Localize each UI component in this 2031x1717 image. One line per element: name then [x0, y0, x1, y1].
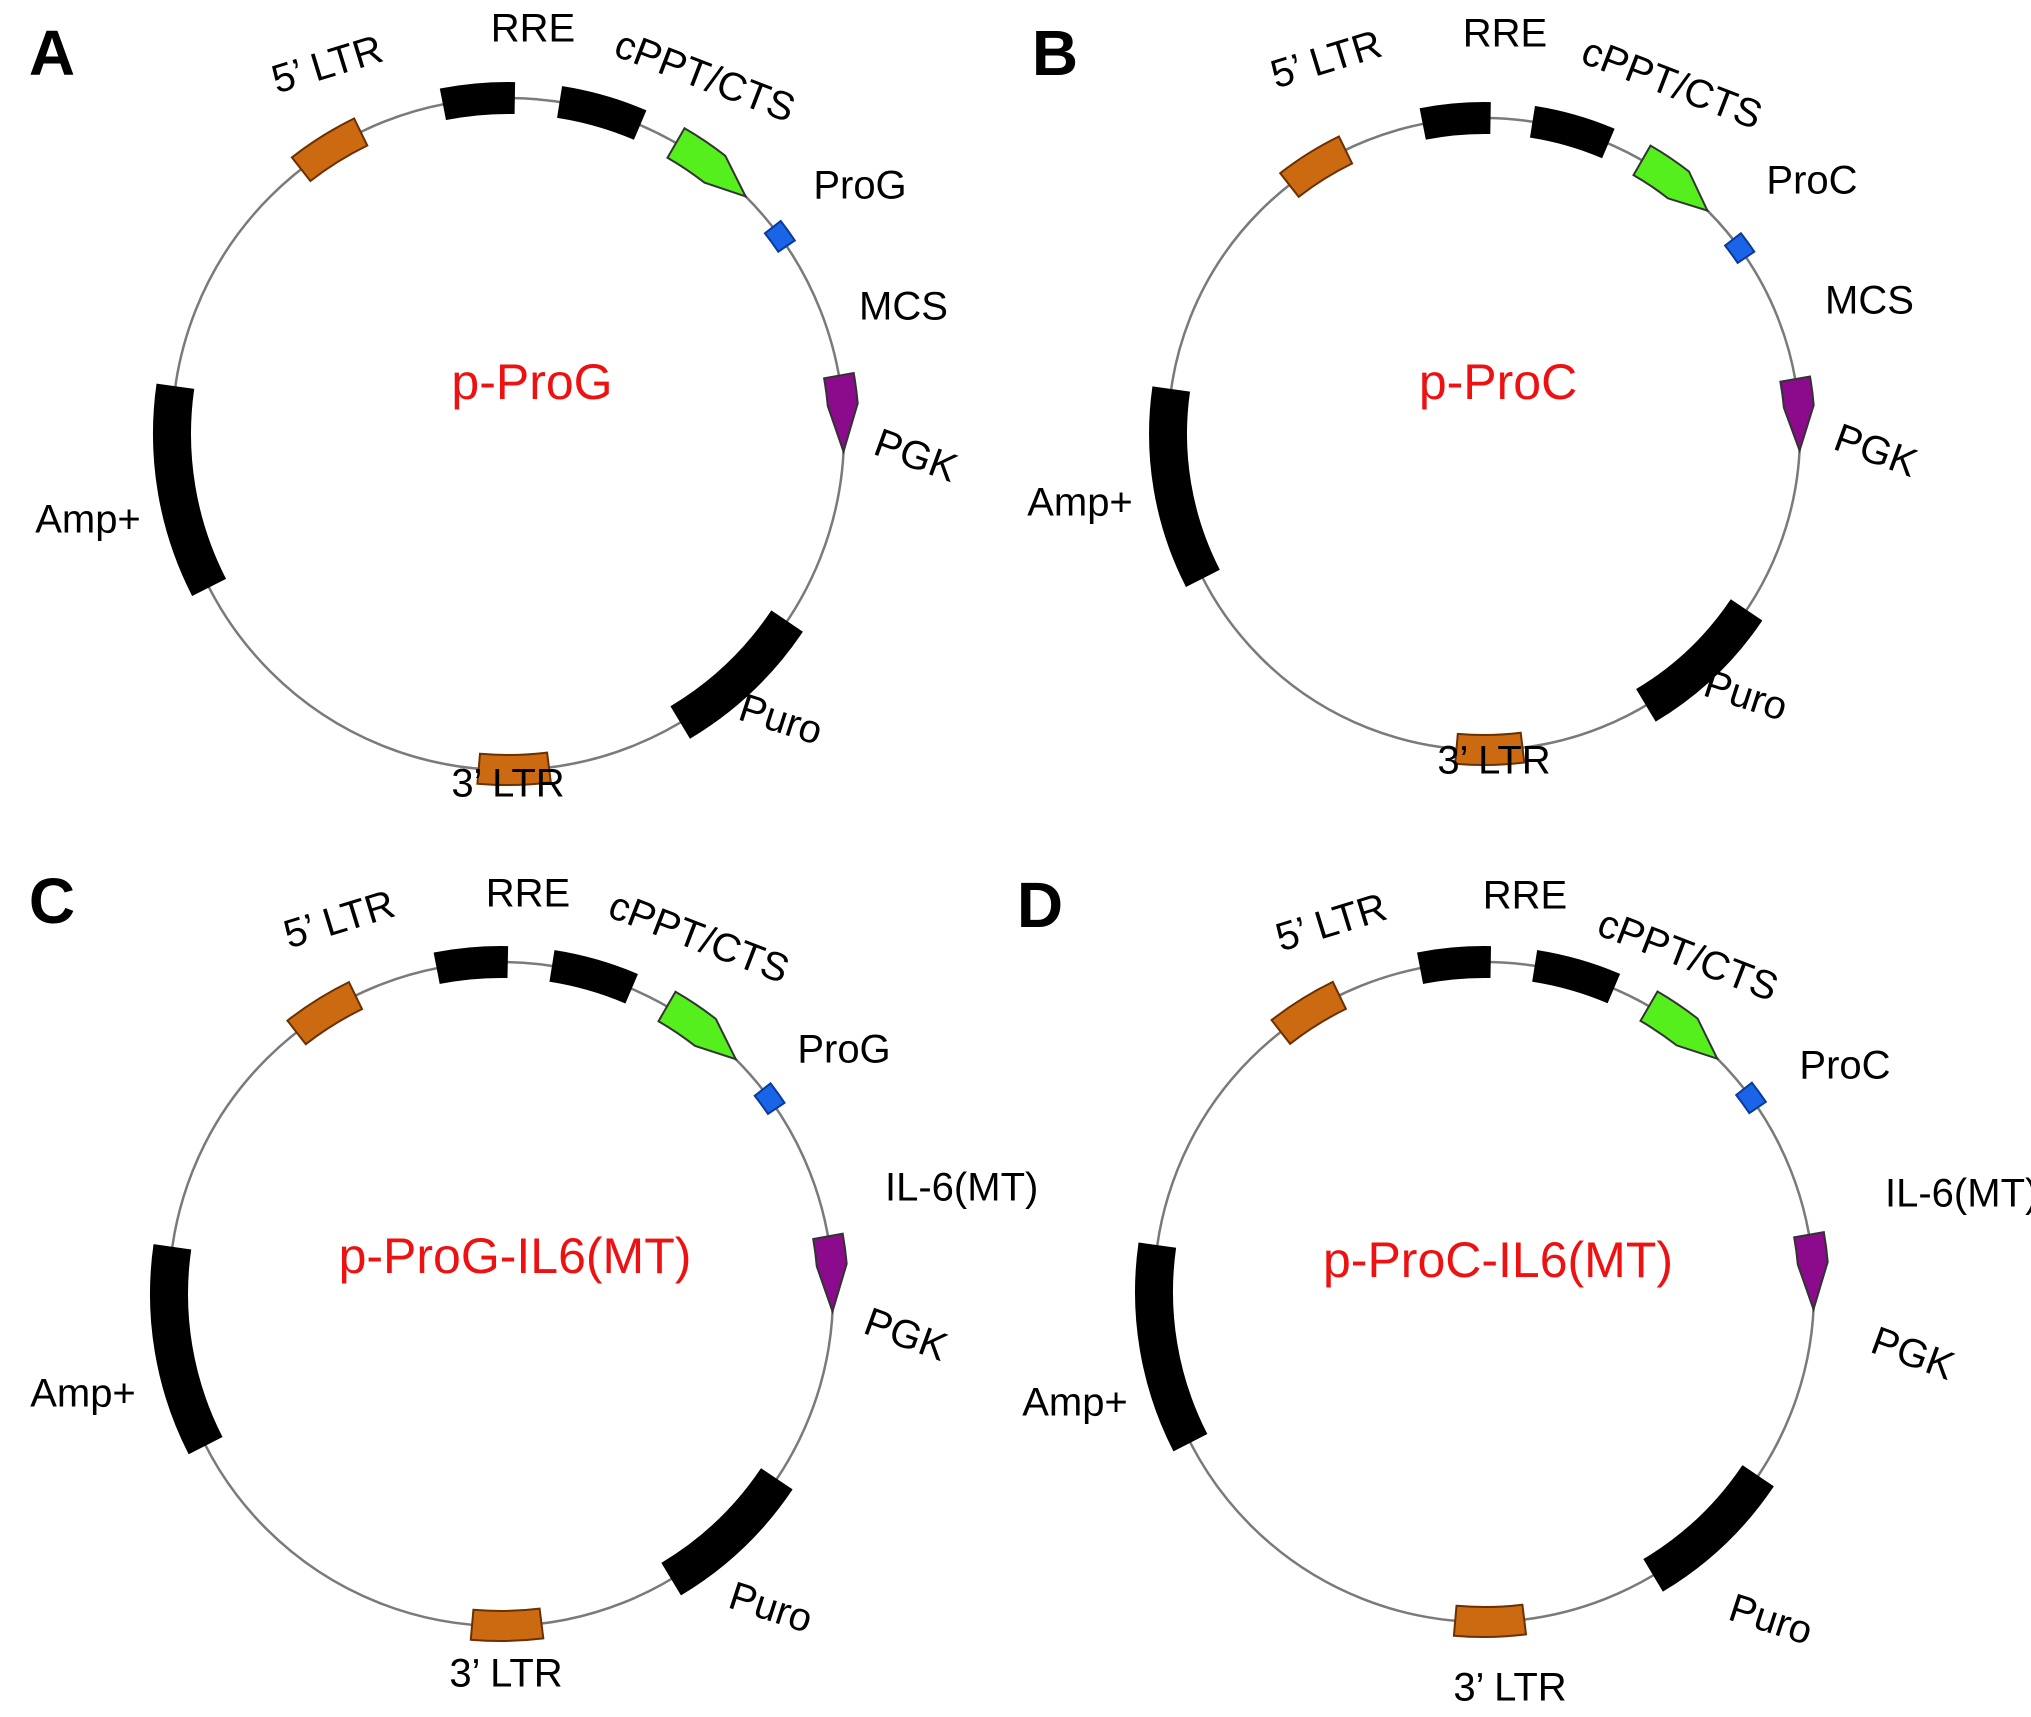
promoter-label: ProG — [813, 164, 906, 208]
pgk-feature — [812, 1232, 848, 1315]
amp-feature — [1135, 1242, 1208, 1452]
insert-feature — [1723, 231, 1756, 265]
puro-label: Puro — [724, 1574, 818, 1642]
panel-letter: D — [1017, 869, 1063, 941]
ltr3-feature — [476, 751, 552, 787]
plasmid-name: p-ProG-IL6(MT) — [339, 1228, 692, 1284]
ltr5-label: 5’ LTR — [1271, 885, 1392, 960]
puro-feature — [670, 610, 803, 739]
plasmid-name: p-ProG — [451, 354, 612, 410]
amp-label: Amp+ — [35, 498, 141, 542]
promoter-label: ProG — [797, 1028, 890, 1072]
rre-label: RRE — [1463, 12, 1547, 56]
insert-label: IL-6(MT) — [885, 1166, 1038, 1210]
plasmid-name: p-ProC — [1419, 354, 1577, 410]
cppt-cts-feature — [1532, 950, 1621, 1004]
ltr3-label: 3’ LTR — [1437, 739, 1550, 783]
puro-label: Puro — [1699, 662, 1793, 730]
amp-feature — [149, 1244, 223, 1455]
pgk-label: PGK — [859, 1300, 954, 1370]
ltr5-feature — [285, 980, 364, 1046]
puro-feature — [1643, 1465, 1774, 1592]
pgk-feature — [1779, 375, 1815, 454]
cppt-cts-feature — [1529, 105, 1615, 159]
pgk-label: PGK — [869, 421, 964, 491]
amp-feature — [152, 383, 227, 597]
puro-feature — [1636, 599, 1763, 722]
puro-feature — [661, 1468, 793, 1596]
rre-feature — [1417, 946, 1492, 984]
promoter-feature — [1632, 144, 1710, 213]
rre-feature — [433, 946, 509, 984]
promoter-label: ProC — [1766, 159, 1857, 203]
plasmid-name: p-ProC-IL6(MT) — [1323, 1232, 1673, 1288]
promoter-feature — [657, 990, 738, 1061]
insert-feature — [1734, 1081, 1768, 1115]
pgk-feature — [822, 371, 859, 455]
insert-feature — [763, 219, 797, 254]
puro-label: Puro — [1724, 1586, 1818, 1654]
ltr5-feature — [1278, 135, 1354, 199]
ltr5-label: 5’ LTR — [1266, 22, 1387, 97]
insert-feature — [753, 1081, 786, 1116]
insert-label: MCS — [859, 285, 948, 329]
amp-label: Amp+ — [30, 1372, 136, 1416]
amp-label: Amp+ — [1027, 481, 1133, 525]
ltr5-feature — [1270, 980, 1348, 1046]
rre-label: RRE — [1483, 874, 1567, 918]
panel-letter: B — [1032, 17, 1078, 89]
ltr3-feature — [1452, 1603, 1528, 1638]
promoter-feature — [1639, 990, 1720, 1061]
plasmid-panel-d: D 5’ LTR RRE cPPT/CTS ProC IL-6(MT) PGK Puro 3’ … — [1017, 869, 2031, 1710]
cppt-cts-feature — [557, 86, 647, 140]
ltr5-label: 5’ LTR — [267, 27, 388, 102]
ltr3-label: 3’ LTR — [449, 1652, 562, 1696]
puro-label: Puro — [734, 686, 828, 754]
ltr3-label: 3’ LTR — [451, 762, 564, 806]
insert-label: MCS — [1825, 279, 1914, 323]
cppt-cts-feature — [549, 950, 638, 1004]
ltr3-label: 3’ LTR — [1453, 1666, 1566, 1710]
pgk-label: PGK — [1829, 416, 1924, 486]
panel-letter: C — [29, 865, 75, 937]
plasmid-panel-b: B 5’ LTR RRE cPPT/CTS ProC MCS PGK Puro 3’ LTR Am… — [1027, 12, 1923, 783]
cppt-cts-label: cPPT/CTS — [1592, 901, 1784, 1010]
panel-letter: A — [29, 17, 75, 89]
insert-label: IL-6(MT) — [1885, 1172, 2031, 1216]
promoter-feature — [666, 126, 748, 199]
rre-label: RRE — [486, 872, 570, 916]
ltr5-label: 5’ LTR — [279, 882, 400, 957]
ltr3-feature — [469, 1607, 545, 1643]
rre-feature — [1419, 102, 1491, 140]
rre-feature — [439, 82, 516, 121]
rre-label: RRE — [491, 7, 575, 51]
amp-feature — [1149, 386, 1220, 587]
ltr3-feature — [1454, 731, 1526, 766]
promoter-label: ProC — [1799, 1044, 1890, 1088]
amp-label: Amp+ — [1022, 1381, 1128, 1425]
pgk-feature — [1793, 1230, 1829, 1313]
pgk-label: PGK — [1866, 1319, 1961, 1389]
ltr5-feature — [290, 117, 369, 183]
cppt-cts-label: cPPT/CTS — [1576, 29, 1768, 138]
